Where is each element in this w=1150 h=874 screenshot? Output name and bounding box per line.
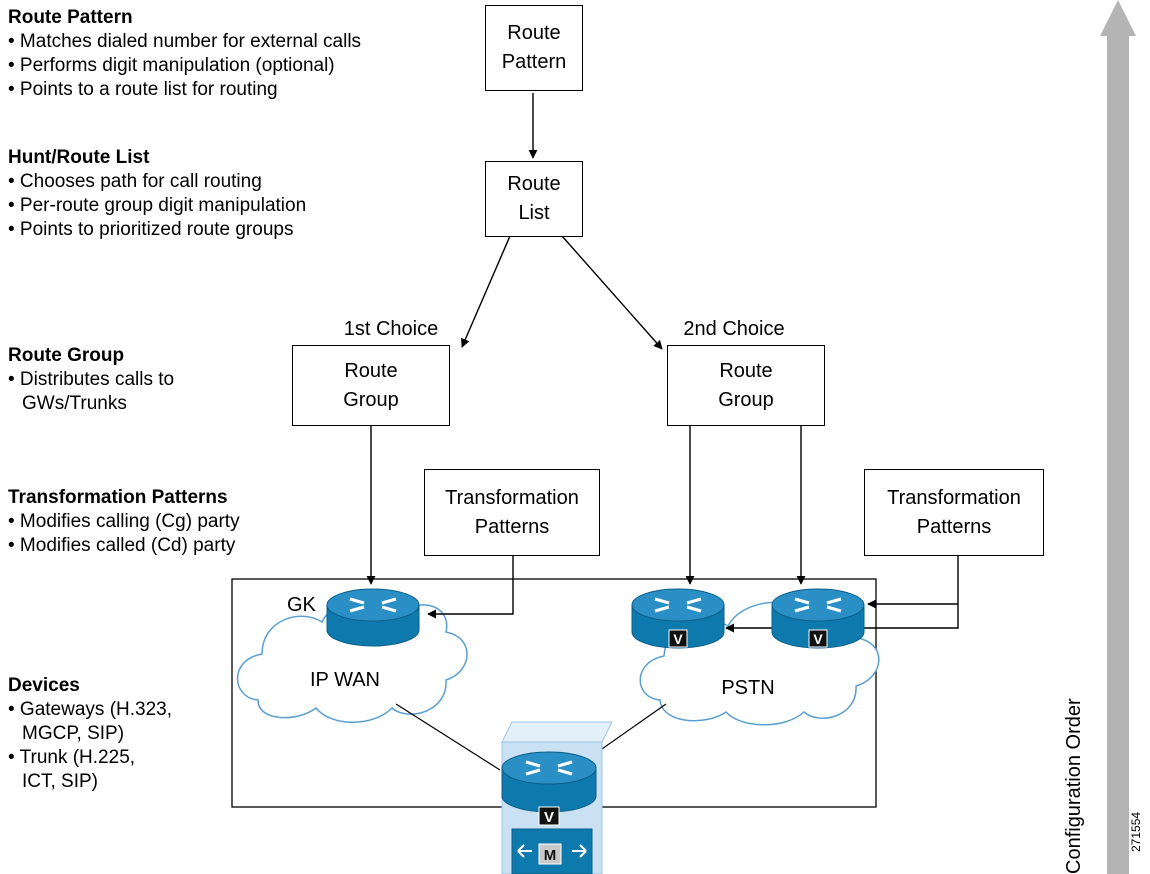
section-bullet: • Trunk (H.225, (8, 747, 136, 768)
section-bullet: • Modifies calling (Cg) party (8, 511, 240, 532)
section-bullet: GWs/Trunks (22, 393, 127, 414)
section-heading: Route Group (8, 345, 125, 366)
box-line: Patterns (916, 515, 992, 538)
configuration-order-arrow (1100, 0, 1136, 874)
voice-badge: V (544, 809, 554, 826)
box-line: Patterns (474, 515, 550, 538)
box-line: Group (343, 388, 399, 411)
box-line: Route (507, 22, 561, 44)
box-line: Route (719, 359, 773, 382)
arrow-transform-1-to-gk (427, 556, 514, 619)
pstn-label: PSTN (721, 677, 774, 699)
voice-gateway-icon (771, 588, 865, 649)
section-bullet: • Modifies called (Cd) party (8, 535, 236, 556)
section-bullet: ICT, SIP) (22, 771, 99, 792)
section-devices: Devices • Gateways (H.323, MGCP, SIP) • … (8, 674, 172, 794)
section-bullet: • Gateways (H.323, (8, 699, 172, 720)
section-hunt-route-list: Hunt/Route List • Chooses path for call … (8, 146, 306, 242)
gk-router-icon (326, 588, 420, 647)
first-choice-label: 1st Choice (344, 318, 439, 340)
cucm-badge: M (544, 847, 557, 864)
voice-gateway-icon (631, 588, 725, 649)
ip-wan-label: IP WAN (310, 669, 380, 691)
section-bullet: • Per-route group digit manipulation (8, 195, 307, 216)
section-bullet: • Performs digit manipulation (optional) (8, 55, 335, 76)
section-heading: Transformation Patterns (8, 487, 228, 508)
arrow-list-to-group-2 (561, 235, 663, 350)
voice-badge: V (673, 631, 683, 647)
figure-id: 271554 (1129, 812, 1143, 852)
box-line: Pattern (501, 51, 567, 73)
section-route-pattern: Route Pattern • Matches dialed number fo… (8, 6, 361, 102)
gk-label: GK (287, 594, 317, 616)
box-line: List (518, 202, 550, 224)
section-bullet: • Chooses path for call routing (8, 171, 262, 192)
section-route-group: Route Group • Distributes calls to GWs/T… (8, 344, 174, 416)
section-heading: Devices (8, 675, 80, 696)
configuration-order-label: Configuration Order (1063, 698, 1085, 874)
section-bullet: • Points to a route list for routing (8, 79, 278, 100)
section-heading: Hunt/Route List (8, 147, 150, 168)
section-bullet: • Distributes calls to (8, 369, 175, 390)
box-line: Route (507, 173, 561, 195)
second-choice-label: 2nd Choice (683, 318, 784, 340)
box-line: Transformation (887, 486, 1021, 509)
section-heading: Route Pattern (8, 7, 133, 28)
ipwan-server-link (395, 703, 501, 771)
box-line: Group (718, 388, 774, 411)
section-bullet: • Points to prioritized route groups (8, 219, 294, 240)
voice-badge: V (813, 631, 823, 647)
box-line: Route (344, 359, 398, 382)
box-line: Transformation (445, 486, 579, 509)
call-manager-server-icon (501, 721, 613, 874)
section-bullet: MGCP, SIP) (22, 723, 125, 744)
section-transformation-patterns: Transformation Patterns • Modifies calli… (8, 486, 240, 558)
arrow-list-to-group-1 (461, 235, 511, 348)
section-bullet: • Matches dialed number for external cal… (8, 31, 362, 52)
